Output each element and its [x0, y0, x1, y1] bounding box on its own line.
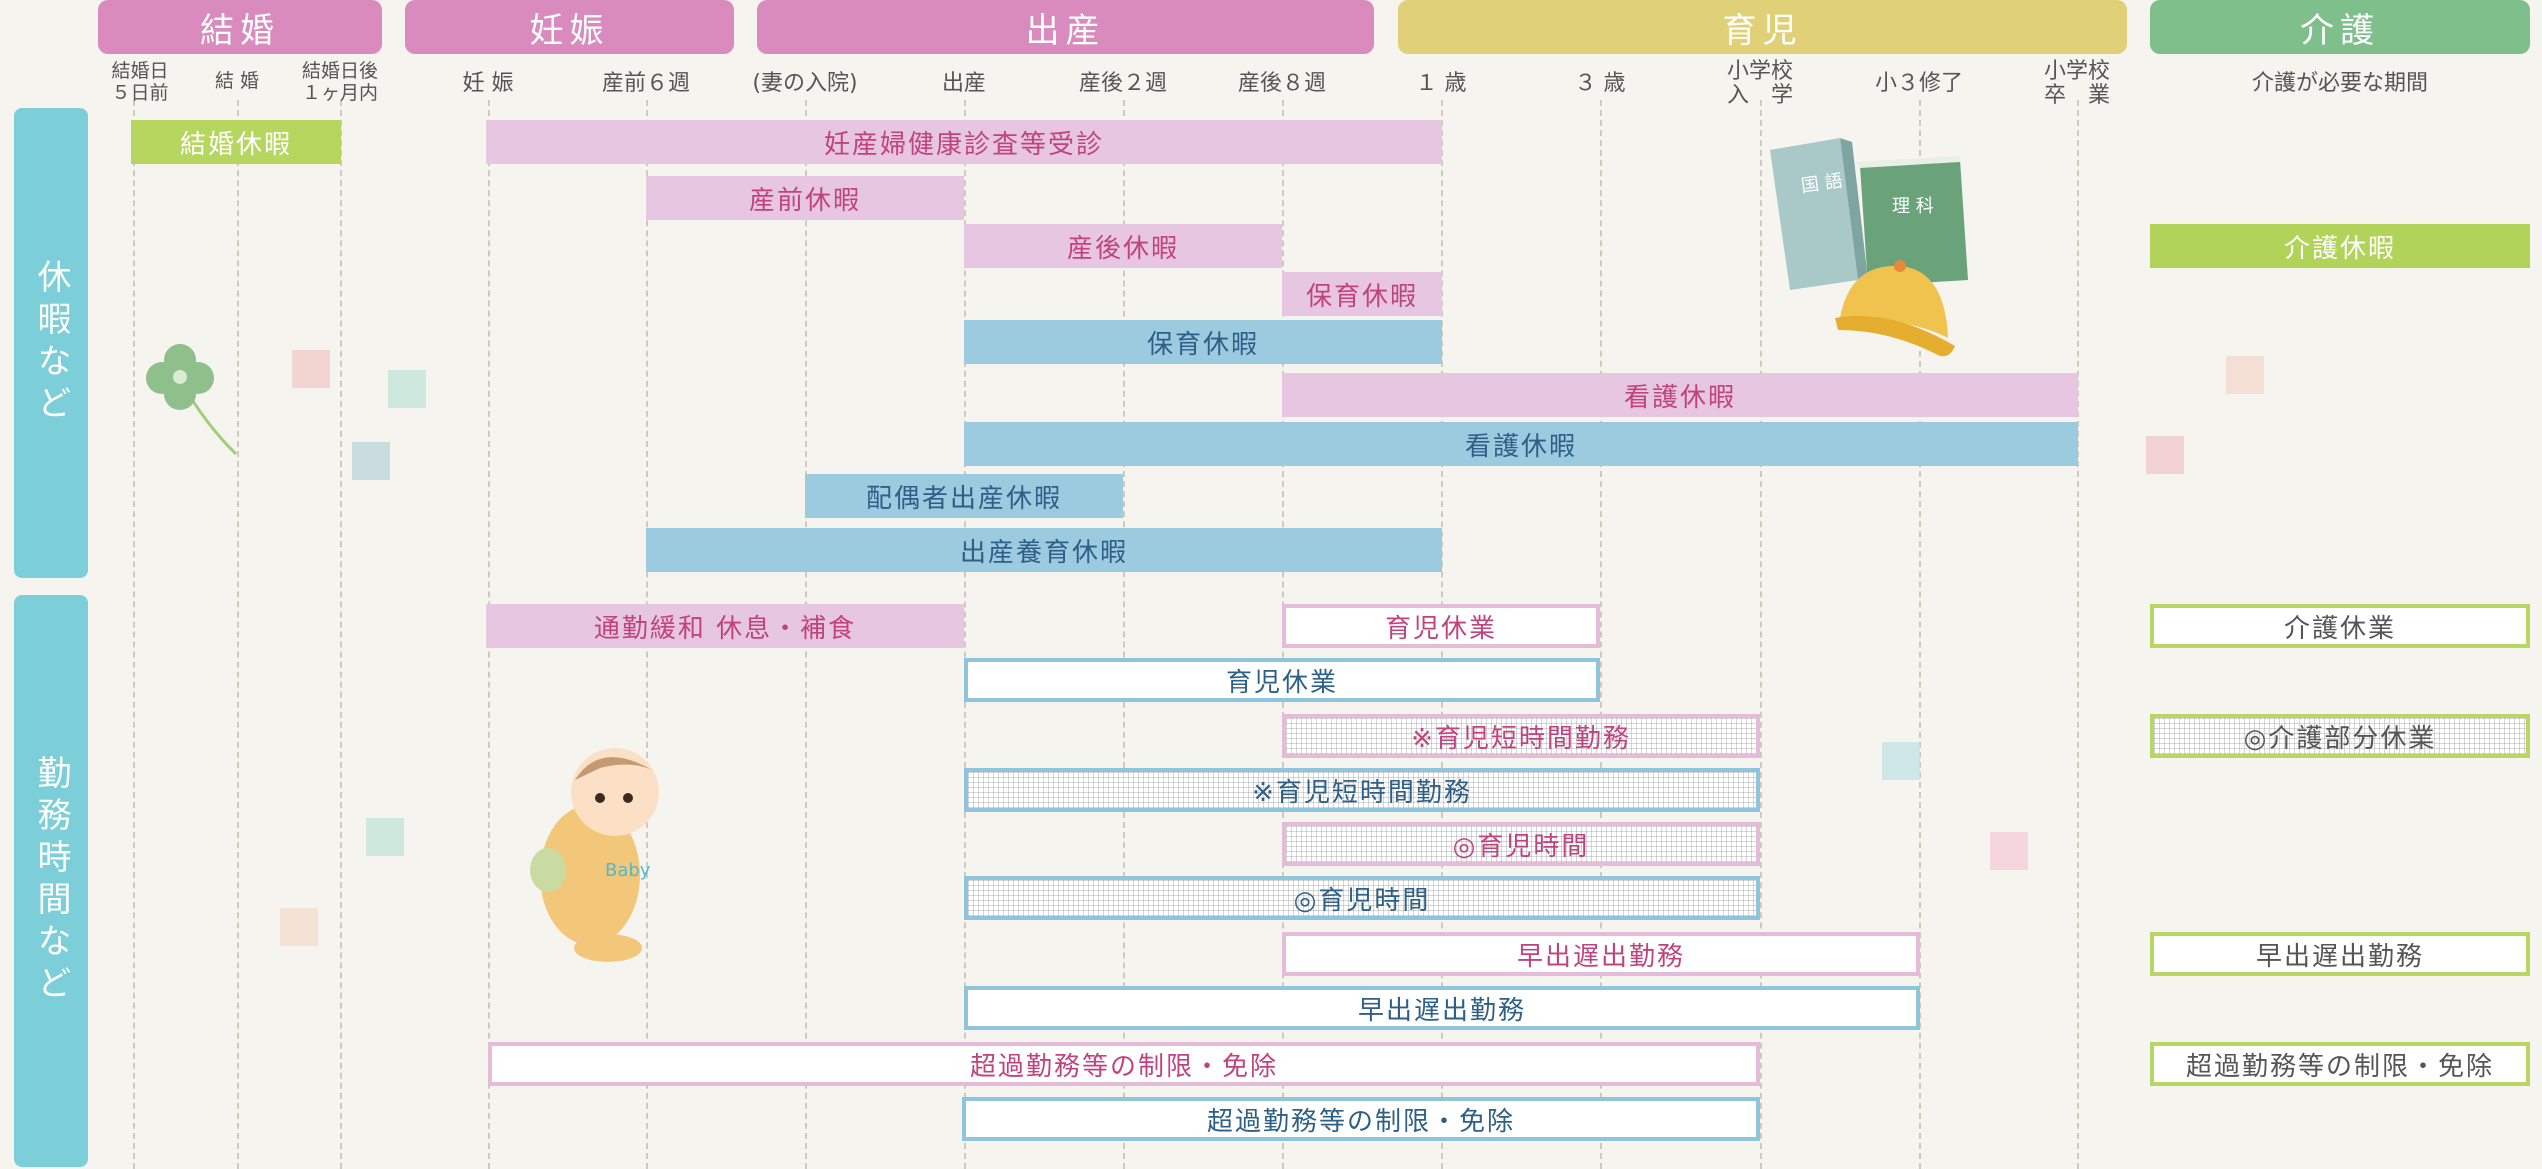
tick-label: 結婚日後 １ヶ月内	[301, 60, 378, 104]
school-hat-icon	[1835, 260, 1955, 357]
decor-square	[352, 442, 390, 480]
guide-line	[1760, 100, 1762, 1169]
guide-line	[340, 100, 342, 1169]
bar-short-hours-father: ※育児短時間勤務	[964, 768, 1760, 812]
bar-checkup: 妊産婦健康診査等受診	[486, 120, 1442, 164]
decor-square	[1990, 832, 2028, 870]
guide-line	[133, 100, 135, 1169]
bar-overtime-limit-mother: 超過勤務等の制限・免除	[488, 1042, 1760, 1086]
guide-line	[1123, 100, 1125, 1169]
bar-overtime-limit-father: 超過勤務等の制限・免除	[962, 1097, 1760, 1141]
guide-line	[2077, 100, 2079, 1169]
books-icon: 国 語 理 科	[1770, 138, 1968, 290]
tick-label: 小学校 入 学	[1726, 59, 1793, 108]
bar-care-leave-work: 介護休業	[2150, 604, 2530, 648]
bar-childcare-leave-mother: 育児休業	[1282, 604, 1600, 648]
bar-birth-childrearing-leave: 出産養育休暇	[646, 528, 1442, 572]
baby-icon: Baby	[530, 748, 659, 962]
phase-childcare: 育児	[1398, 0, 2127, 54]
guide-line	[237, 100, 239, 1169]
tick-label: 小３修了	[1874, 71, 1963, 96]
tick-label: 出産	[941, 71, 986, 96]
bar-care-partial-leave: ◎介護部分休業	[2150, 714, 2530, 758]
guide-line	[1600, 100, 1602, 1169]
bar-spouse-birth-leave: 配偶者出産休暇	[805, 474, 1123, 518]
bar-early-late-care: 早出遅出勤務	[2150, 932, 2530, 976]
clover-icon	[146, 344, 238, 456]
decor-square	[2226, 356, 2264, 394]
guide-line	[964, 100, 966, 1169]
bar-short-hours-mother: ※育児短時間勤務	[1282, 714, 1760, 758]
bar-nursing-leave-father: 保育休暇	[964, 320, 1442, 364]
tick-label: 結 婚	[214, 70, 260, 92]
baby-shirt-text: Baby	[605, 860, 651, 881]
bar-childcare-time-mother: ◎育児時間	[1282, 822, 1760, 866]
tick-label: ３ 歳	[1574, 71, 1626, 96]
phase-caregiving: 介護	[2150, 0, 2530, 54]
decor-square	[280, 908, 318, 946]
bar-marriage-leave: 結婚休暇	[131, 120, 341, 164]
bar-commute-relief: 通勤緩和 休息・補食	[486, 604, 964, 648]
tick-label: １ 歳	[1415, 71, 1467, 96]
tick-label: 小学校 卒 業	[2043, 59, 2110, 108]
section-leave: 休暇など	[14, 108, 88, 578]
decor-square	[292, 350, 330, 388]
decor-square	[366, 818, 404, 856]
book-label: 理 科	[1892, 196, 1934, 217]
phase-marriage: 結婚	[98, 0, 382, 54]
tick-label: 結婚日 ５日前	[111, 60, 169, 104]
tick-label: 産後８週	[1237, 71, 1326, 96]
bar-postnatal-leave: 産後休暇	[964, 224, 1282, 268]
bar-childcare-time-father: ◎育児時間	[964, 876, 1760, 920]
bar-childcare-leave-father: 育児休業	[964, 658, 1600, 702]
tick-label: 産後２週	[1078, 71, 1167, 96]
bar-prenatal-leave: 産前休暇	[646, 176, 964, 220]
bar-sickcare-leave-mother: 看護休暇	[1282, 373, 2078, 417]
bar-overtime-limit-care: 超過勤務等の制限・免除	[2150, 1042, 2530, 1086]
tick-label: 介護が必要な期間	[2251, 71, 2428, 96]
decor-square	[1882, 742, 1920, 780]
tick-label: 産前６週	[601, 71, 690, 96]
phase-birth: 出産	[757, 0, 1374, 54]
bar-nursing-leave-mother: 保育休暇	[1282, 272, 1442, 316]
decor-square	[2146, 436, 2184, 474]
tick-label: 妊 娠	[462, 71, 514, 96]
tick-label: (妻の入院)	[752, 71, 858, 96]
phase-pregnancy: 妊娠	[405, 0, 734, 54]
bar-early-late-father: 早出遅出勤務	[964, 986, 1920, 1030]
bar-early-late-mother: 早出遅出勤務	[1282, 932, 1920, 976]
section-worktime: 勤務時間など	[14, 595, 88, 1167]
bar-sickcare-leave-father: 看護休暇	[964, 422, 2078, 466]
guide-line	[1919, 100, 1921, 1169]
decor-square	[388, 370, 426, 408]
bar-care-leave: 介護休暇	[2150, 224, 2530, 268]
